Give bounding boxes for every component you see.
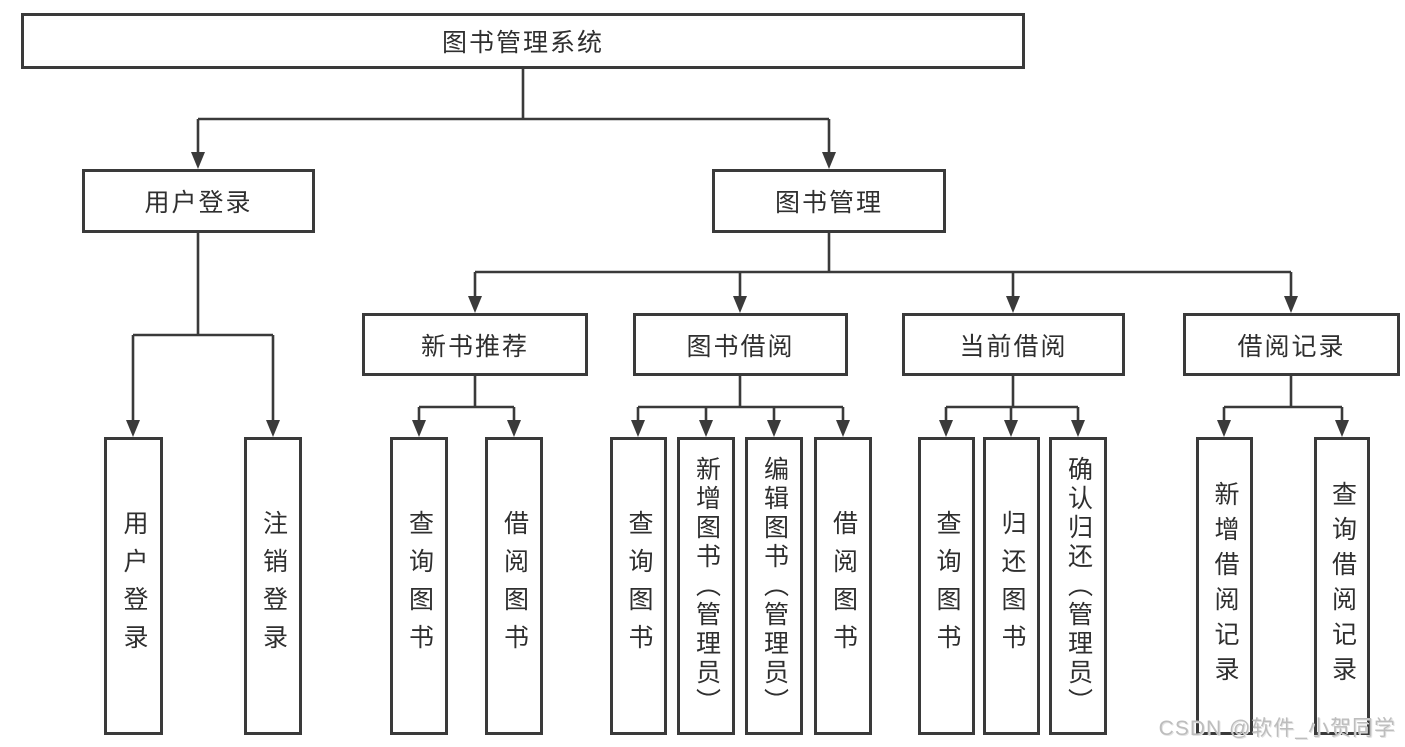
arrowheads (126, 152, 1349, 437)
leaf-confirm-return-admin-label: 确认归还（管理员） (1064, 455, 1093, 717)
node-current-borrowing-label: 当前借阅 (959, 332, 1068, 361)
node-user-login: 用户登录 (82, 169, 315, 233)
node-book-borrowing: 图书借阅 (633, 313, 848, 376)
leaf-add-books-admin-label: 新增图书（管理员） (692, 455, 721, 717)
leaf-return-books: 归还图书 (983, 437, 1040, 735)
node-new-book-recommend-label: 新书推荐 (420, 332, 529, 361)
leaf-confirm-return-admin: 确认归还（管理员） (1049, 437, 1107, 735)
node-root-label: 图书管理系统 (441, 29, 604, 57)
leaf-borrow-books-under-borrowing: 借阅图书 (814, 437, 872, 735)
leaf-query-books-label: 查询图书 (405, 510, 434, 662)
leaf-query-books-label: 查询图书 (625, 510, 653, 662)
leaf-query-books-under-borrowing: 查询图书 (610, 437, 667, 735)
leaf-edit-books-admin-label: 编辑图书（管理员） (760, 455, 789, 717)
node-book-management-label: 图书管理 (774, 189, 883, 217)
leaf-query-books-under-recommend: 查询图书 (390, 437, 448, 735)
leaf-edit-books-admin: 编辑图书（管理员） (745, 437, 803, 735)
leaf-query-books-under-current: 查询图书 (918, 437, 975, 735)
leaf-logout-label: 注销登录 (259, 510, 288, 662)
leaf-logout: 注销登录 (244, 437, 302, 735)
leaf-query-books-label: 查询图书 (933, 510, 961, 662)
leaf-user-login-label: 用户登录 (120, 510, 148, 662)
leaf-add-borrow-record-label: 新增借阅记录 (1211, 481, 1239, 691)
leaf-borrow-books-under-recommend: 借阅图书 (485, 437, 543, 735)
csdn-watermark: CSDN @软件_小贺同学 (1158, 717, 1396, 740)
leaf-add-books-admin: 新增图书（管理员） (677, 437, 735, 735)
node-user-login-label: 用户登录 (144, 189, 253, 217)
connector-lines (131, 69, 1344, 421)
leaf-borrow-books-label: 借阅图书 (500, 510, 529, 662)
leaf-add-borrow-record: 新增借阅记录 (1196, 437, 1253, 735)
node-root-system: 图书管理系统 (21, 13, 1025, 69)
leaf-return-books-label: 归还图书 (998, 510, 1026, 662)
leaf-query-borrow-record-label: 查询借阅记录 (1328, 481, 1357, 691)
leaf-borrow-books-label: 借阅图书 (829, 510, 858, 662)
leaf-query-borrow-record: 查询借阅记录 (1314, 437, 1370, 735)
node-current-borrowing: 当前借阅 (902, 313, 1125, 376)
leaf-user-login: 用户登录 (104, 437, 163, 735)
node-book-borrowing-label: 图书借阅 (686, 332, 795, 361)
node-new-book-recommend: 新书推荐 (362, 313, 588, 376)
node-borrow-records-label: 借阅记录 (1237, 332, 1346, 361)
node-book-management: 图书管理 (712, 169, 946, 233)
node-borrow-records: 借阅记录 (1183, 313, 1400, 376)
